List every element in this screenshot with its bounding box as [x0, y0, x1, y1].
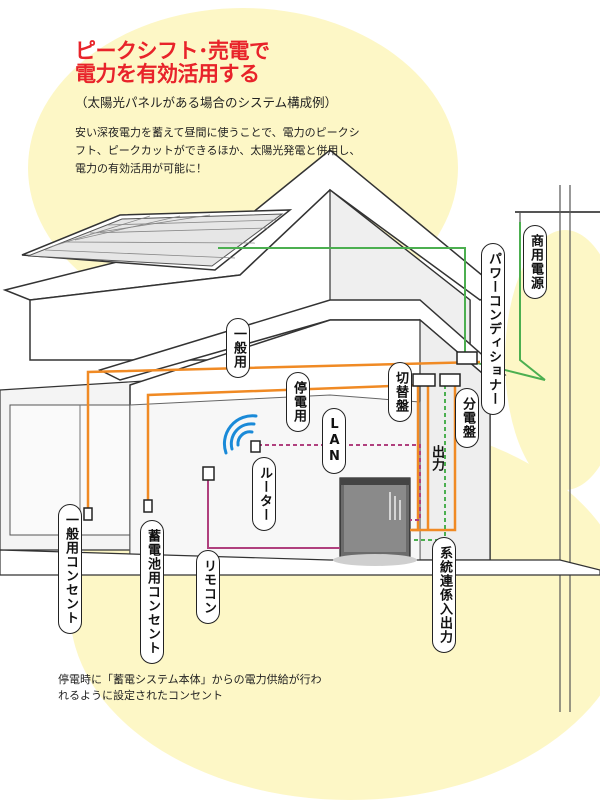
- grid-line: [519, 222, 546, 381]
- battery-storage-unit: [333, 477, 417, 566]
- label-switchboard: 切替盤: [388, 362, 412, 422]
- label-general: 一般用: [226, 318, 250, 378]
- device-boxes: [83, 351, 478, 521]
- solar-panel: [21, 209, 293, 271]
- subtitle: （太陽光パネルがある場合のシステム構成例）: [75, 95, 338, 110]
- title-line-1: ピークシフト･売電で: [75, 39, 270, 63]
- label-outage: 停電用: [286, 372, 310, 432]
- label-router: ルーター: [252, 457, 276, 531]
- label-general-outlet: 一般用コンセント: [58, 504, 82, 634]
- description: 安い深夜電力を蓄えて昼間に使うことで、電力のピークシフト、ピークカットができるほ…: [75, 126, 361, 175]
- lower-left-wall: [0, 379, 161, 551]
- label-battery-outlet: 蓄電池用コンセント: [140, 520, 164, 664]
- label-lan: LAN: [322, 408, 346, 474]
- label-output: 出力: [429, 445, 444, 471]
- label-remote: リモコン: [196, 550, 220, 624]
- utility-pole: [515, 185, 600, 712]
- footnote: 停電時に「蓄電システム本体」からの電力供給が行われるように設定されたコンセント: [58, 673, 322, 702]
- wifi-icon: [222, 414, 258, 455]
- page-title: ピークシフト･売電で 電力を有効活用する: [75, 40, 270, 86]
- label-commercial-power: 商用電源: [523, 225, 547, 299]
- title-line-2: 電力を有効活用する: [75, 62, 260, 86]
- label-grid-io: 系統連係入出力: [432, 537, 456, 653]
- label-distribution-board: 分電盤: [455, 388, 479, 448]
- label-power-conditioner: パワーコンディショナー: [481, 243, 505, 415]
